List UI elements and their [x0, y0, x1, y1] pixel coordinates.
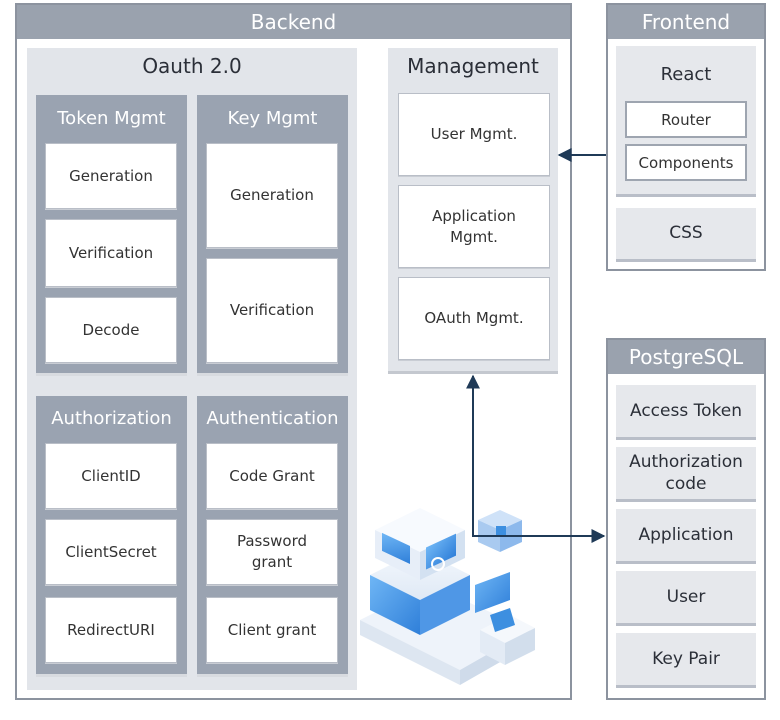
router-box: Router — [625, 101, 747, 138]
user-table: User — [616, 571, 756, 626]
authorization-title: Authorization — [51, 407, 172, 429]
token-generation-box: Generation — [45, 143, 177, 209]
oauth-mgmt-box: OAuth Mgmt. — [398, 277, 550, 360]
authentication-title: Authentication — [206, 407, 339, 429]
redirect-uri-box: RedirectURI — [45, 597, 177, 663]
key-mgmt-title: Key Mgmt — [227, 107, 318, 129]
key-generation-box: Generation — [206, 143, 338, 248]
code-grant-box: Code Grant — [206, 443, 338, 509]
user-mgmt-box: User Mgmt. — [398, 93, 550, 176]
frontend-title: Frontend — [608, 5, 764, 39]
application-mgmt-box: Application Mgmt. — [398, 185, 550, 268]
oauth-title: Oauth 2.0 — [142, 54, 242, 78]
client-grant-box: Client grant — [206, 597, 338, 663]
authorization-code-table: Authorization code — [616, 447, 756, 502]
token-verification-box: Verification — [45, 219, 177, 287]
management-to-postgresql-arrow — [466, 374, 606, 543]
token-decode-box: Decode — [45, 297, 177, 363]
components-box: Components — [625, 144, 747, 181]
key-verification-box: Verification — [206, 258, 338, 363]
react-title: React — [660, 64, 712, 85]
client-secret-box: ClientSecret — [45, 519, 177, 585]
access-token-table: Access Token — [616, 385, 756, 440]
management-title: Management — [407, 54, 539, 78]
key-pair-table: Key Pair — [616, 633, 756, 688]
postgresql-title: PostgreSQL — [608, 340, 764, 374]
client-id-box: ClientID — [45, 443, 177, 509]
application-table: Application — [616, 509, 756, 564]
token-mgmt-title: Token Mgmt — [57, 107, 166, 129]
backend-title: Backend — [17, 5, 570, 39]
password-grant-box: Password grant — [206, 519, 338, 585]
css-box: CSS — [616, 208, 756, 262]
